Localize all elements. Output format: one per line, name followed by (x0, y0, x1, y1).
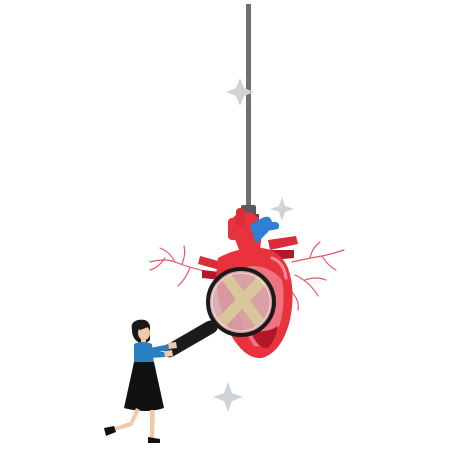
sparkle-icon (213, 382, 243, 412)
sparkle-icon (270, 197, 294, 221)
capillaries-right (289, 241, 345, 311)
x-mark-icon (218, 274, 266, 326)
magnifying-glass-icon (163, 267, 276, 358)
woman-figure (104, 319, 177, 443)
capillaries-left (149, 245, 211, 287)
hanging-rod (238, 4, 259, 219)
sparkle-icon (226, 78, 254, 106)
